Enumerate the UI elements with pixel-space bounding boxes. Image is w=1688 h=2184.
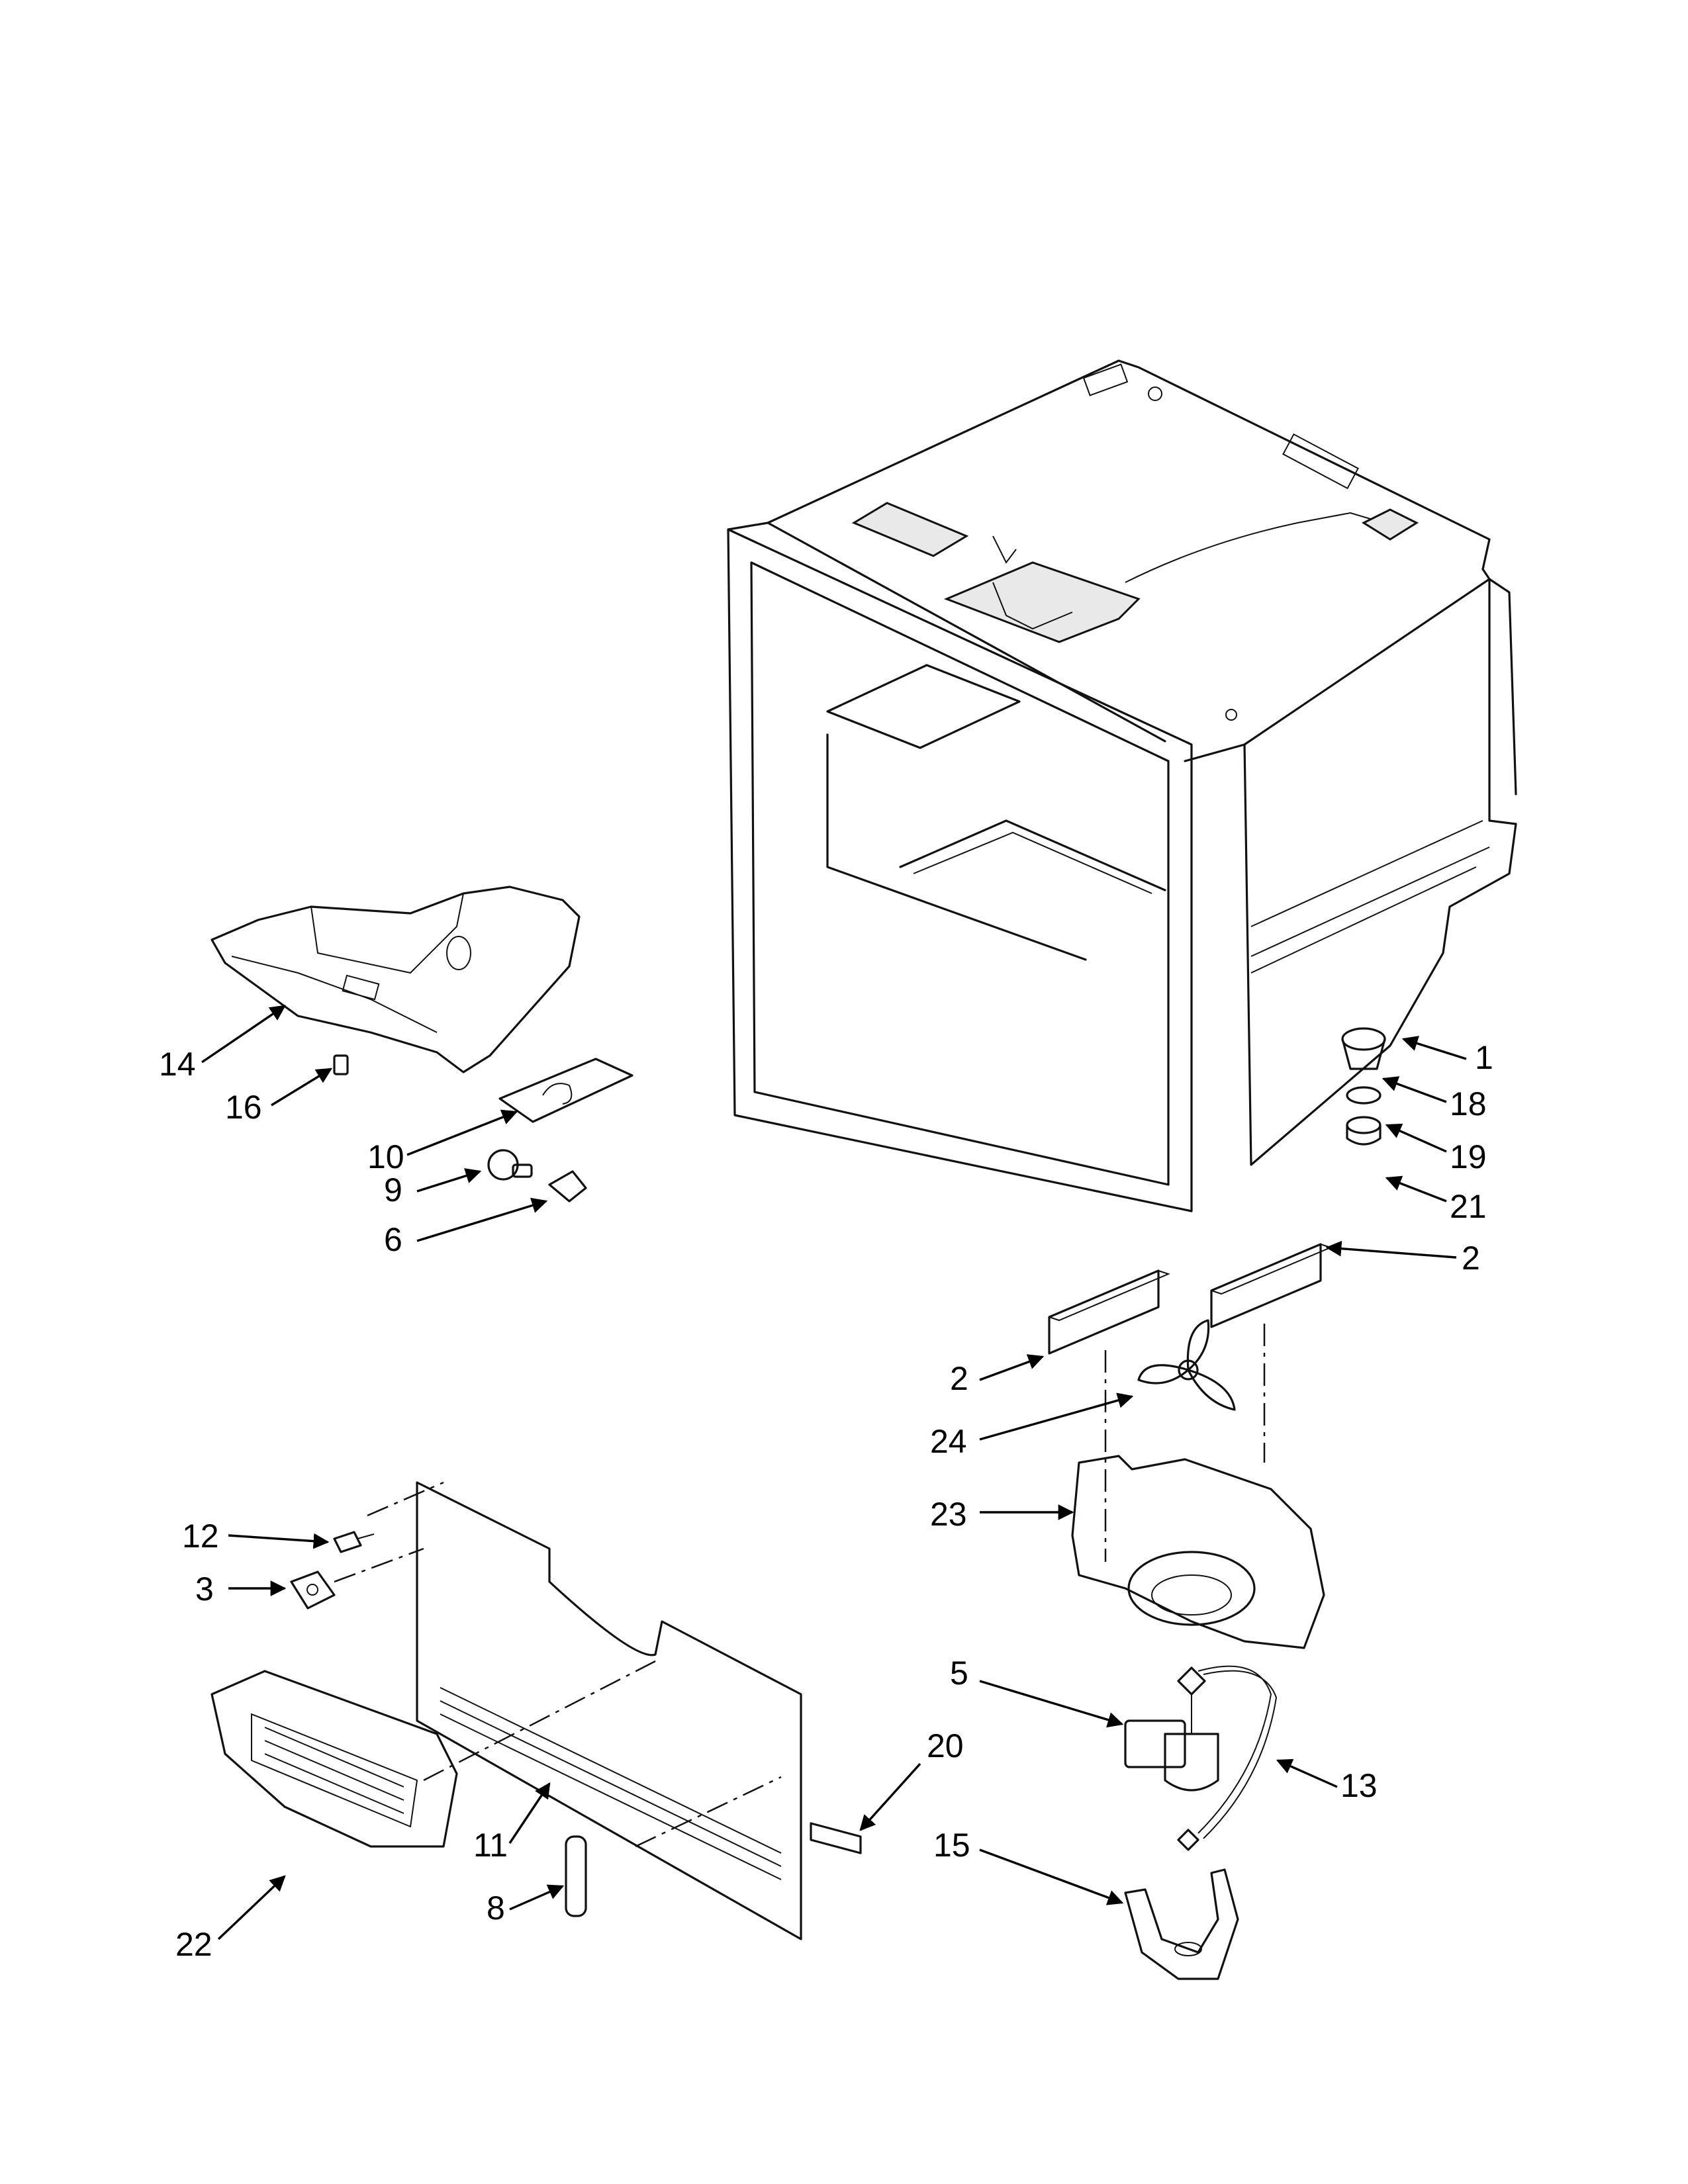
leader-24	[979, 1392, 1134, 1441]
callout-20: 20	[927, 1727, 964, 1764]
thermistor	[565, 1835, 587, 1917]
light-shield	[498, 1058, 633, 1123]
insulation-pad-right	[1210, 1243, 1333, 1328]
fan-blade	[1137, 1319, 1236, 1411]
o-ring	[1346, 1086, 1382, 1105]
leader-9	[416, 1168, 482, 1193]
callout-9: 9	[384, 1171, 402, 1208]
callout-2-right: 2	[1462, 1240, 1480, 1277]
leader-1	[1401, 1036, 1467, 1060]
leader-16	[271, 1068, 333, 1107]
leader-6	[416, 1197, 548, 1242]
leader-5	[979, 1680, 1124, 1728]
callout-10: 10	[367, 1138, 404, 1175]
callout-1: 1	[1475, 1039, 1493, 1076]
insulation-pad-left	[1048, 1269, 1170, 1355]
leader-2a	[979, 1354, 1045, 1381]
leader-22	[217, 1875, 286, 1940]
drain-fitting	[1341, 1027, 1386, 1070]
drain-bushing	[1346, 1116, 1382, 1146]
air-duct-cover	[211, 886, 581, 1073]
callout-24: 24	[930, 1423, 967, 1460]
leader-13	[1276, 1758, 1338, 1788]
callout-8: 8	[487, 1889, 505, 1927]
callout-2-left: 2	[950, 1360, 968, 1397]
leader-lines	[201, 1005, 1467, 1940]
leader-19	[1385, 1123, 1447, 1153]
callout-5: 5	[950, 1655, 968, 1692]
fan-motor	[1124, 1666, 1219, 1792]
callout-6: 6	[384, 1221, 402, 1258]
callout-15: 15	[933, 1827, 970, 1864]
leader-11	[508, 1782, 551, 1844]
motor-wire-harness	[1197, 1665, 1278, 1839]
fan-shroud	[1071, 1455, 1325, 1649]
leader-2b	[1325, 1240, 1457, 1259]
leader-15	[979, 1848, 1124, 1905]
callout-19: 19	[1450, 1138, 1487, 1175]
freezer-liner-assembly	[727, 359, 1517, 1212]
leader-12	[228, 1533, 330, 1549]
leader-10	[406, 1109, 518, 1156]
callout-11: 11	[473, 1827, 508, 1864]
evaporator-cover-panel	[416, 1481, 802, 1940]
callout-12: 12	[182, 1518, 219, 1555]
callout-14: 14	[159, 1046, 196, 1083]
callout-22: 22	[175, 1926, 212, 1963]
light-bulb	[487, 1149, 533, 1181]
callout-13: 13	[1340, 1767, 1378, 1804]
filter-cover	[211, 1670, 458, 1848]
leader-18	[1382, 1076, 1447, 1103]
callout-23: 23	[930, 1496, 967, 1533]
foam-strip	[810, 1822, 862, 1854]
motor-bracket	[1124, 1829, 1239, 1980]
leader-20	[859, 1762, 921, 1831]
callout-16: 16	[225, 1089, 262, 1126]
callout-3: 3	[195, 1570, 214, 1608]
callout-18: 18	[1450, 1085, 1487, 1122]
leader-21	[1385, 1175, 1447, 1203]
lamp-socket	[548, 1170, 587, 1203]
leader-8	[509, 1884, 565, 1911]
switch-part	[333, 1054, 349, 1075]
leader-14	[201, 1005, 286, 1064]
defrost-part	[290, 1570, 336, 1610]
callout-21: 21	[1450, 1188, 1487, 1225]
callout-labels: 1 2 2 3 5 6 8 9 10 11 12 13 14 15 16 18 …	[159, 1039, 1493, 1963]
screw	[333, 1531, 375, 1553]
